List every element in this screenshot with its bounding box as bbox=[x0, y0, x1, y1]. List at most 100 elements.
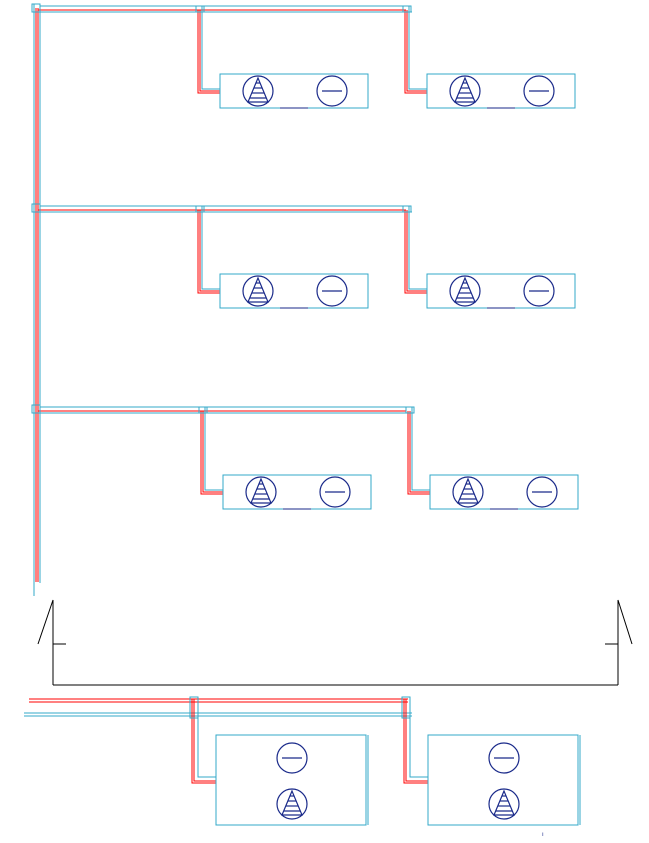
triangle-pump-icon bbox=[242, 275, 274, 307]
drop-return-pipe bbox=[408, 206, 427, 290]
lower-drop-return bbox=[409, 713, 428, 778]
pump-circle bbox=[449, 75, 481, 107]
unit-housing bbox=[429, 474, 579, 510]
pump-circle bbox=[488, 788, 520, 820]
drop-return-pipe bbox=[201, 6, 220, 90]
lower-drop-supply bbox=[191, 699, 216, 784]
pump-triangle bbox=[247, 76, 269, 103]
lower-unit-housing bbox=[427, 734, 579, 826]
circle-bar-valve-icon bbox=[316, 75, 348, 107]
lower-drop-supply bbox=[403, 699, 428, 784]
unit-housing bbox=[426, 273, 576, 309]
tee-fitting bbox=[31, 404, 41, 414]
unit-housing bbox=[219, 73, 369, 109]
drop-supply-pipe bbox=[197, 210, 220, 294]
main-riser bbox=[33, 4, 41, 596]
pump-triangle bbox=[454, 76, 476, 103]
valve-circle bbox=[488, 742, 520, 774]
heater-unit bbox=[195, 205, 369, 309]
drop-supply-pipe-2 bbox=[199, 210, 220, 292]
lower-drop-supply-2 bbox=[405, 699, 428, 782]
lower-unit-1 bbox=[189, 696, 369, 826]
drop-supply-pipe-2 bbox=[199, 10, 220, 92]
heater-unit bbox=[402, 205, 576, 309]
pump-triangle bbox=[247, 276, 269, 303]
lower-supply-main bbox=[29, 698, 408, 703]
drop-return-pipe bbox=[408, 6, 427, 90]
unit-housing bbox=[222, 474, 372, 510]
circle-bar-valve-icon bbox=[316, 275, 348, 307]
circle-bar-valve-icon bbox=[523, 275, 555, 307]
triangle-pump-icon bbox=[449, 75, 481, 107]
drop-supply-pipe bbox=[200, 411, 223, 495]
drop-fitting bbox=[402, 205, 412, 213]
level-2 bbox=[31, 203, 576, 309]
unit-housing bbox=[426, 73, 576, 109]
heater-unit bbox=[198, 406, 372, 510]
pump-triangle bbox=[281, 789, 303, 816]
pump-circle bbox=[452, 476, 484, 508]
pump-triangle bbox=[250, 477, 272, 504]
pump-circle bbox=[245, 476, 277, 508]
circle-bar-valve-icon bbox=[526, 476, 558, 508]
heater-unit bbox=[402, 5, 576, 109]
drop-supply-pipe-2 bbox=[406, 10, 427, 92]
valve-circle bbox=[523, 75, 555, 107]
valve-circle bbox=[276, 742, 308, 774]
tee-fitting bbox=[31, 3, 41, 13]
valve-circle bbox=[316, 75, 348, 107]
triangle-pump-icon bbox=[488, 788, 520, 820]
drop-fitting bbox=[198, 406, 208, 414]
lower-drop-return bbox=[197, 713, 216, 778]
triangle-pump-icon bbox=[245, 476, 277, 508]
pump-triangle bbox=[454, 276, 476, 303]
triangle-pump-icon bbox=[449, 275, 481, 307]
section-mark-right bbox=[605, 599, 633, 685]
valve-circle bbox=[319, 476, 351, 508]
lower-drop-fitting bbox=[401, 696, 411, 719]
level-1 bbox=[31, 3, 576, 109]
circle-bar-valve-icon bbox=[319, 476, 351, 508]
drop-return-pipe bbox=[204, 407, 223, 491]
drop-supply-pipe-2 bbox=[202, 411, 223, 493]
circle-bar-valve-icon bbox=[523, 75, 555, 107]
footnote-mark: ı bbox=[542, 831, 544, 838]
drop-supply-pipe bbox=[197, 10, 220, 94]
drop-supply-pipe-2 bbox=[406, 210, 427, 292]
drop-fitting bbox=[195, 5, 205, 13]
drop-return-pipe bbox=[201, 206, 220, 290]
heater-unit bbox=[405, 406, 579, 510]
pump-triangle bbox=[457, 477, 479, 504]
tee-fitting bbox=[31, 203, 41, 213]
drop-supply-pipe bbox=[404, 10, 427, 94]
lower-section bbox=[24, 696, 581, 826]
drop-fitting bbox=[405, 406, 415, 414]
triangle-pump-icon bbox=[276, 788, 308, 820]
pump-circle bbox=[242, 75, 274, 107]
lower-unit-2 bbox=[401, 696, 581, 826]
upper-levels bbox=[31, 3, 579, 510]
drop-fitting bbox=[402, 5, 412, 13]
heater-unit bbox=[195, 5, 369, 109]
drop-supply-pipe-2 bbox=[409, 411, 430, 493]
lower-unit-housing bbox=[215, 734, 367, 826]
section-cut bbox=[37, 599, 633, 686]
valve-circle bbox=[526, 476, 558, 508]
valve-circle bbox=[523, 275, 555, 307]
pump-triangle bbox=[493, 789, 515, 816]
triangle-pump-icon bbox=[242, 75, 274, 107]
triangle-pump-icon bbox=[452, 476, 484, 508]
lower-return-main bbox=[24, 712, 412, 717]
drop-supply-pipe bbox=[407, 411, 430, 495]
pump-circle bbox=[276, 788, 308, 820]
drop-return-pipe bbox=[411, 407, 430, 491]
circle-bar-valve-icon bbox=[488, 742, 520, 774]
circle-bar-valve-icon bbox=[276, 742, 308, 774]
section-mark-left bbox=[37, 599, 66, 685]
drop-supply-pipe bbox=[404, 210, 427, 294]
pump-circle bbox=[449, 275, 481, 307]
lower-drop-fitting bbox=[189, 696, 199, 719]
valve-circle bbox=[316, 275, 348, 307]
drop-fitting bbox=[195, 205, 205, 213]
